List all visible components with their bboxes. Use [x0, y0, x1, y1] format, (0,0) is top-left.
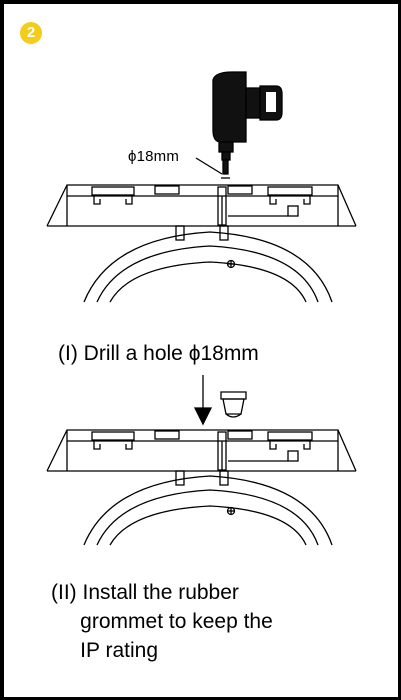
mounting-arc-2 — [83, 475, 333, 546]
insert-arrow — [193, 375, 213, 426]
step-1-caption: (I) Drill a hole ϕ18mm — [58, 342, 259, 365]
enclosure-cross-section-1 — [46, 184, 357, 241]
drill-icon — [212, 71, 283, 179]
step-number-badge: 2 — [20, 22, 42, 44]
step-2-caption: (II) Install the rubber grommet to keep … — [51, 581, 273, 662]
hole-diameter-label: ϕ18mm — [128, 148, 180, 165]
enclosure-cross-section-2 — [46, 429, 357, 486]
dimension-leader — [195, 157, 223, 175]
mounting-arc-1 — [83, 231, 333, 303]
rubber-grommet-icon — [220, 391, 247, 418]
